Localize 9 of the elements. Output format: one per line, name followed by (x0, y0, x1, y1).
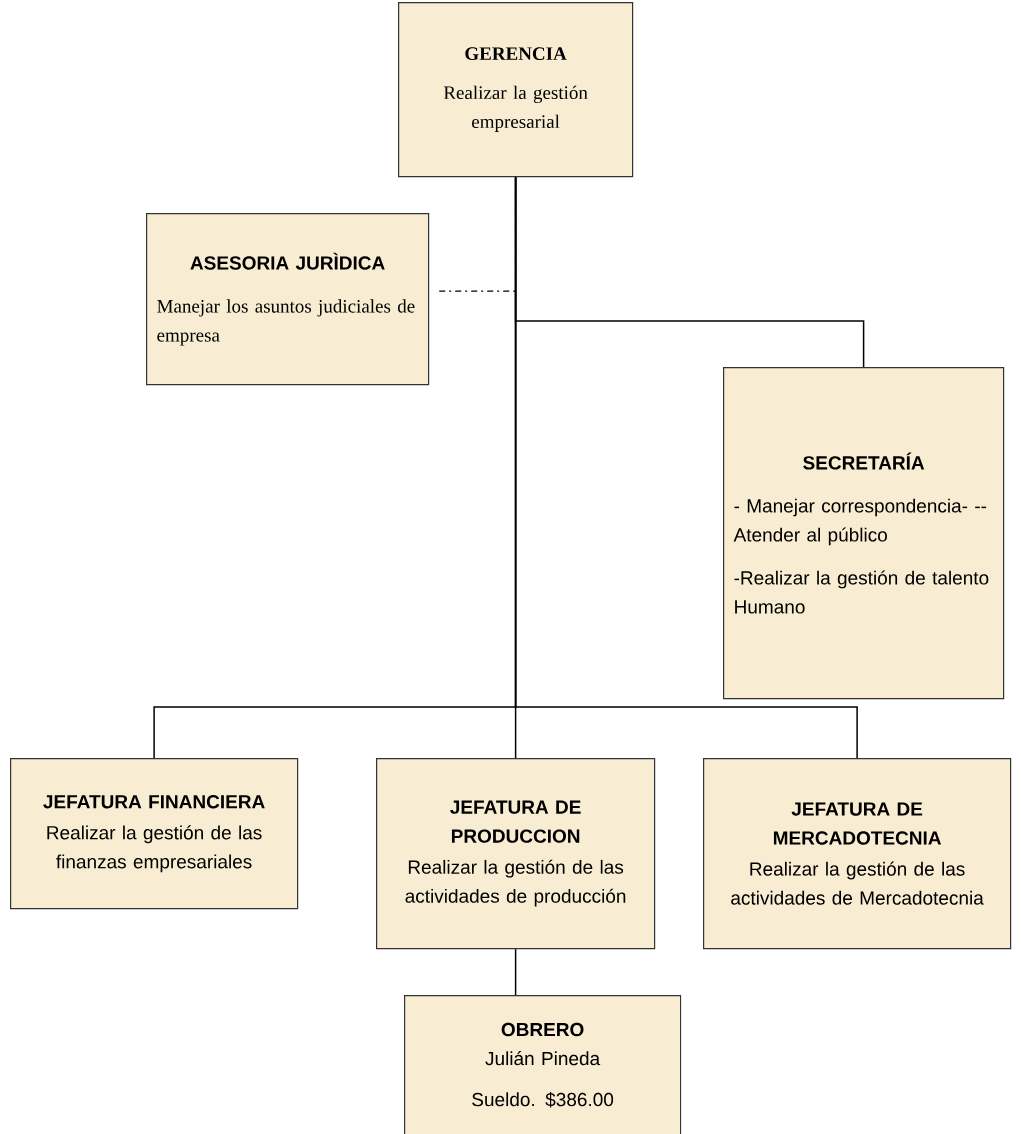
org-box: GERENCIA Realizar la gestión empresarial (398, 2, 634, 178)
org-box: JEFATURA DE MERCADOTECNIA Realizar la gestión de las actividades de Mercadotecnia (703, 758, 1012, 950)
org-box: OBRERO Julián Pineda Sueldo. $386.00 (404, 995, 682, 1134)
org-box: JEFATURA DE PRODUCCION Realizar la gestión de las actividades de producción (376, 758, 656, 950)
org-box: JEFATURA FINANCIERA Realizar la gestión de las finanzas empresariales (10, 758, 299, 910)
connector-line (514, 176, 858, 759)
org-box: SECRETARÍA - Manejar correspondencia- -- Atender al público -Realizar la gestión de talento Humano (723, 367, 1005, 700)
connector-line (514, 948, 517, 996)
org-box: ASESORIA JURÌDICA Manejar los asuntos judiciales de empresa (146, 213, 430, 386)
